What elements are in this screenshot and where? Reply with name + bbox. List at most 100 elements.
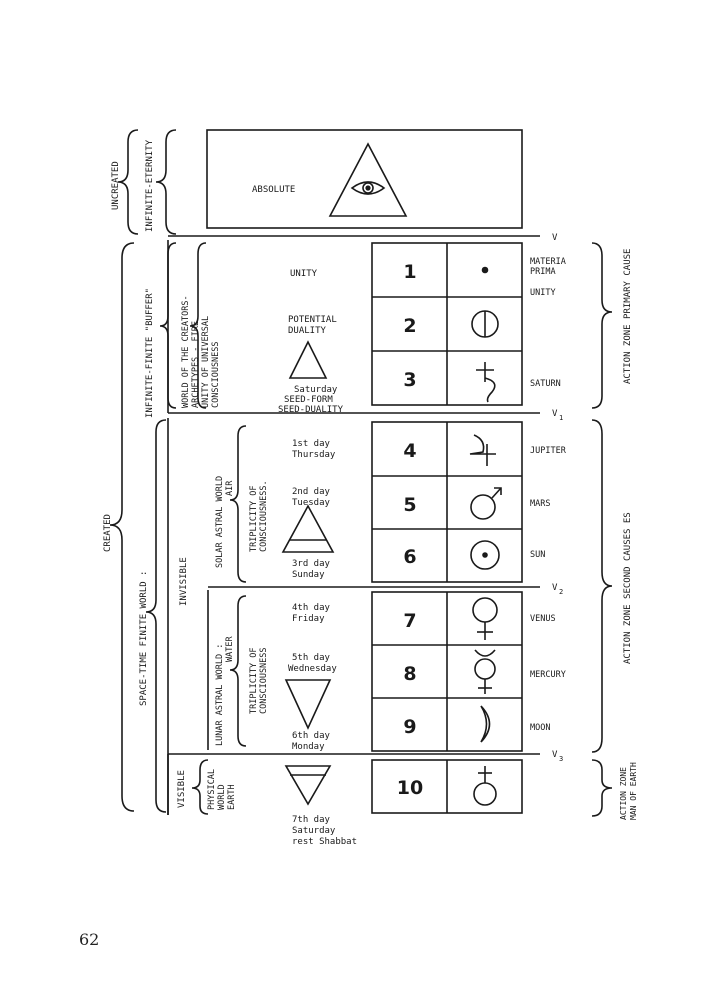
mars-icon [470, 487, 502, 520]
brace-lunar [229, 595, 247, 747]
buffer-label: INFINITE-FINITE "BUFFER" [145, 288, 155, 418]
creators-label-2: ARCHETYPES - FIRE [191, 321, 201, 408]
mercury-icon [474, 649, 496, 694]
day8-label-1: 5th day [292, 653, 331, 663]
brace-buffer [159, 242, 177, 409]
day8-label-2: Wednesday [288, 664, 337, 674]
saturday-seed-3: SEED-DUALITY [278, 405, 344, 415]
day5-label-2: Tuesday [292, 498, 331, 508]
uncreated-label: UNCREATED [111, 161, 121, 210]
number-8: 8 [403, 663, 416, 685]
sun-icon [470, 540, 500, 570]
v3-label: V [552, 750, 558, 760]
absolute-label: ABSOLUTE [252, 185, 295, 195]
day5-label-1: 2nd day [292, 487, 331, 497]
v2-sub: 2 [559, 588, 563, 596]
absolute-box [206, 129, 523, 229]
materia-prima-1: MATERIA [530, 257, 566, 267]
solar-label-2: AIR [225, 480, 235, 496]
circle-line-icon [471, 310, 499, 338]
day6-label-1: 3rd day [292, 559, 331, 569]
number-3: 3 [403, 369, 416, 391]
triangle-earth-icon [284, 765, 332, 806]
action-second-label: ACTION ZONE SECOND CAUSES ES [623, 512, 633, 664]
brace-uncreated [117, 129, 139, 235]
saturday-seed-1: Saturday [294, 385, 338, 395]
invisible-label: INVISIBLE [179, 557, 189, 606]
mercury-label: MERCURY [530, 670, 566, 680]
brace-vertical-creators [189, 242, 207, 409]
v3-sub: 3 [559, 755, 563, 763]
physical-label-1: PHYSICAL [207, 769, 217, 810]
triplicity-lower-2: CONSCIOUSNESS [259, 647, 269, 714]
materia-prima-2: PRIMA [530, 267, 556, 277]
v1-sub: 1 [559, 414, 563, 422]
number-2: 2 [403, 315, 416, 337]
brace-primary [591, 242, 613, 409]
physical-label-3: EARTH [227, 784, 237, 810]
day4-label-1: 1st day [292, 439, 331, 449]
sun-label: SUN [530, 550, 545, 560]
number-6: 6 [403, 546, 416, 568]
day6-label-2: Sunday [292, 570, 325, 580]
brace-solar [229, 425, 247, 583]
day10-label-2: Saturday [292, 826, 336, 836]
number-4: 4 [403, 440, 416, 462]
visible-label: VISIBLE [177, 770, 187, 808]
jupiter-icon [469, 434, 496, 466]
dot-icon [481, 266, 489, 274]
potential-label-1: POTENTIAL [288, 315, 337, 325]
triangle-air-icon [281, 504, 335, 553]
unity-label: UNITY [290, 269, 318, 279]
lunar-label-2: WATER [225, 636, 235, 662]
action-man-label-1: ACTION ZONE [619, 767, 628, 820]
triangle-up-icon [288, 340, 328, 379]
action-man-label-2: MAN OF EARTH [629, 762, 638, 820]
brace-created [109, 242, 135, 812]
triplicity-upper-1: TRIPLICITY OF [249, 485, 259, 552]
number-1: 1 [403, 261, 416, 283]
creators-label-3: UNITY OF UNIVERSAL [201, 316, 211, 408]
number-10: 10 [397, 777, 423, 799]
day9-label-2: Monday [292, 742, 325, 752]
physical-label-2: WORLD [217, 784, 227, 810]
number-9: 9 [403, 716, 416, 738]
v1-label: V [552, 409, 558, 419]
saturn-icon [476, 362, 496, 403]
v-label: V [552, 233, 558, 243]
moon-label: MOON [530, 723, 550, 733]
infinite-eternity-label: INFINITE-ETERNITY [145, 139, 155, 232]
eye-triangle-icon [328, 142, 408, 217]
creators-label-4: CONSCIOUSNESS [211, 341, 221, 408]
v2-label: V [552, 583, 558, 593]
day10-label-1: 7th day [292, 815, 331, 825]
space-time-label: SPACE-TIME FINITE WORLD : [139, 571, 149, 706]
action-primary-label: ACTION ZONE PRIMARY CAUSE [623, 249, 633, 384]
venus-label: VENUS [530, 614, 556, 624]
unity-planet-label: UNITY [530, 288, 556, 298]
triplicity-upper-2: CONSCIOUSNESS. [259, 480, 269, 552]
solar-label-1: SOLAR ASTRAL WORLD [215, 476, 225, 568]
jupiter-label: JUPITER [530, 446, 567, 456]
triplicity-lower-1: TRIPLICITY OF [249, 647, 259, 714]
brace-space-time [145, 419, 167, 813]
brace-second [591, 419, 613, 753]
earth-icon [473, 766, 497, 806]
day7-label-1: 4th day [292, 603, 331, 613]
day10-label-3: rest Shabbat [292, 837, 357, 847]
saturn-label: SATURN [530, 379, 561, 389]
brace-infinite-eternity [155, 129, 177, 235]
creators-label-1: WORLD OF THE CREATORS- [181, 295, 191, 408]
potential-label-2: DUALITY [288, 326, 327, 336]
page-number: 62 [79, 930, 100, 949]
day7-label-2: Friday [292, 614, 325, 624]
saturday-seed-2: SEED-FORM [284, 395, 333, 405]
venus-icon [472, 597, 498, 640]
moon-icon [480, 705, 491, 743]
triangle-down-icon [284, 679, 332, 730]
number-5: 5 [403, 494, 416, 516]
lunar-label-1: LUNAR ASTRAL WORLD : [215, 644, 225, 746]
number-7: 7 [403, 610, 416, 632]
day9-label-1: 6th day [292, 731, 331, 741]
